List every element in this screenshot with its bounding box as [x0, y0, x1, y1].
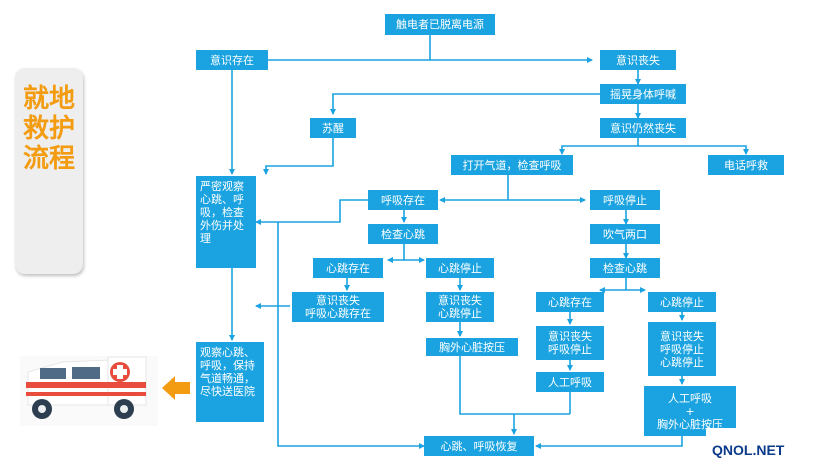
page-title: 就地救护流程 [22, 84, 75, 174]
node-awake: 苏醒 [310, 118, 356, 138]
node-phone: 电话呼救 [708, 155, 784, 175]
node-transport: 观察心跳、呼吸，保持气道畅通，尽快送医院 [196, 342, 264, 422]
node-case-a: 意识丧失 呼吸心跳存在 [292, 292, 384, 322]
title-card: 就地救护流程 [15, 68, 83, 274]
node-heart-stop-1: 心跳停止 [426, 258, 494, 278]
node-still: 意识仍然丧失 [600, 118, 686, 138]
node-cpr: 胸外心脏按压 [426, 338, 518, 356]
node-check-heart-2: 检查心跳 [590, 258, 660, 278]
node-artificial-1: 人工呼吸 [536, 372, 604, 392]
edge-check-present [387, 244, 405, 263]
node-case-b: 意识丧失 心跳停止 [426, 292, 494, 322]
node-heart-stop-2: 心跳停止 [648, 292, 716, 312]
edge-breath-observe [255, 199, 368, 225]
node-observe: 严密观察心跳、呼吸，检查外伤并处理 [196, 176, 256, 268]
node-conscious: 意识存在 [196, 50, 268, 70]
node-case-d: 意识丧失 呼吸停止 心跳停止 [648, 322, 716, 376]
node-breath-present: 呼吸存在 [368, 190, 438, 210]
node-case-c: 意识丧失 呼吸停止 [536, 326, 604, 360]
node-start: 触电者已脱离电源 [385, 14, 495, 35]
edge-awake-observe [263, 138, 334, 175]
edge-check2-present [599, 278, 627, 293]
node-breath-stop: 呼吸停止 [590, 190, 660, 210]
node-unconscious: 意识丧失 [600, 50, 676, 70]
edge-still-airway [559, 138, 639, 155]
node-check-heart-1: 检查心跳 [368, 224, 438, 244]
watermark: QNOL.NET [706, 428, 814, 462]
edge-still-phone [638, 145, 749, 155]
node-artificial-2: 人工呼吸 + 胸外心脏按压 [644, 386, 736, 436]
edge-airway-breathpresent [439, 175, 509, 203]
edge-art2-recover [535, 436, 683, 449]
edge-left-recover [277, 222, 425, 449]
node-recover: 心跳、呼吸恢复 [424, 436, 534, 456]
watermark-text: QNOL.NET [712, 442, 785, 458]
node-heart-present-2: 心跳存在 [536, 292, 604, 312]
edge-shake-awake [330, 93, 600, 115]
node-shake: 摇晃身体呼喊 [600, 84, 686, 104]
ambulance-icon [20, 356, 158, 426]
node-heart-present-1: 心跳存在 [313, 258, 383, 278]
node-open-airway: 打开气道，检查呼吸 [451, 155, 573, 175]
edge-cpr-join [459, 356, 570, 415]
node-blow: 吹气两口 [590, 224, 660, 244]
orange-arrow-icon [162, 376, 190, 400]
